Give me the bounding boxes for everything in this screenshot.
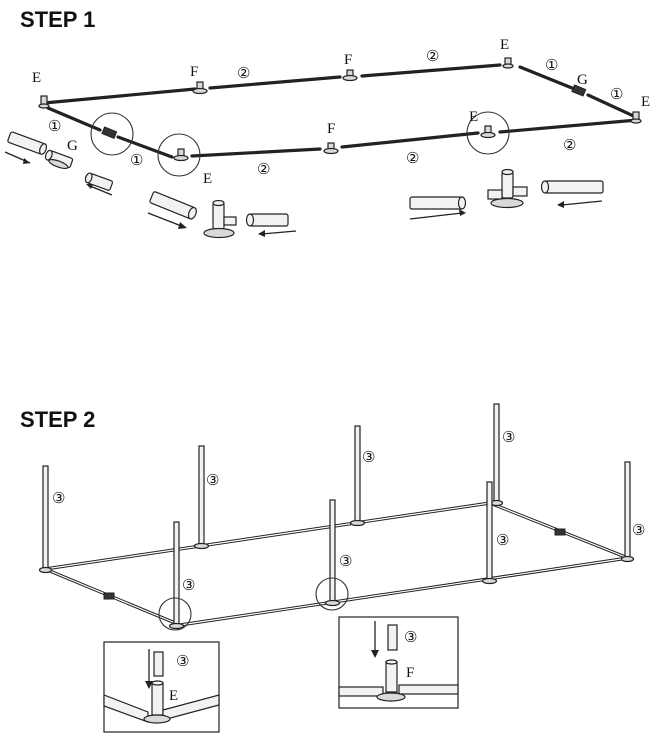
detail-f-label: F <box>406 665 414 681</box>
leg-number-3: ③ <box>206 471 219 489</box>
pipe-number-1: ① <box>545 56 558 74</box>
step2-frame <box>38 403 635 631</box>
detail-e-connector-left <box>147 191 297 239</box>
leg-number-3: ③ <box>52 489 65 507</box>
step1-frame <box>38 57 642 177</box>
fitting-f-back-1 <box>192 81 208 95</box>
fitting-e-front-mid <box>480 125 496 139</box>
fitting-e-back-right <box>502 57 514 69</box>
label-e-front-left: E <box>203 171 212 187</box>
step1-title: STEP 1 <box>20 7 95 32</box>
fitting-f-front <box>323 142 339 155</box>
pipe-number-2: ② <box>563 136 576 154</box>
pipe-number-2: ② <box>257 160 270 178</box>
pipe-number-2: ② <box>406 149 419 167</box>
detail-circle-e-left <box>157 133 201 177</box>
detail-e-connector-right <box>409 168 604 220</box>
label-f-back-2: F <box>344 52 352 68</box>
detail-circle-f <box>315 577 349 611</box>
fitting-g <box>554 528 566 536</box>
leg-number-3: ③ <box>362 448 375 466</box>
label-g-right: G <box>577 72 588 88</box>
label-f-back-1: F <box>190 64 198 80</box>
fitting-g-left <box>101 126 118 139</box>
label-f-front: F <box>327 121 335 137</box>
fitting-e-front-left <box>173 148 189 162</box>
pipe-number-2: ② <box>426 47 439 65</box>
fitting-e-back-left <box>38 95 50 109</box>
leg-number-3: ③ <box>632 521 645 539</box>
detail-circle-e-right <box>466 111 510 155</box>
detail-circle-g <box>90 112 134 156</box>
detail-circle-e <box>158 597 192 631</box>
leg-number-3: ③ <box>182 576 195 594</box>
pipe-number-1: ① <box>48 117 61 135</box>
legs <box>38 403 635 630</box>
label-e-front-mid: E <box>469 109 478 125</box>
detail-box-e: ③ E <box>103 641 220 733</box>
detail-box-f: ③ F <box>338 616 459 709</box>
fitting-g-right <box>571 84 587 97</box>
pipe-number-2: ② <box>237 64 250 82</box>
detail-e-number-3: ③ <box>176 652 189 670</box>
label-g-left: G <box>67 138 78 154</box>
step1-labels: E F F E G E G E F E ② ② ① ① ① ① ② ② ② <box>32 37 650 187</box>
fitting-e-front-right <box>630 111 642 124</box>
fitting-f-back-2 <box>342 69 358 82</box>
fitting-g <box>103 592 115 600</box>
label-e-back-right: E <box>500 37 509 53</box>
label-e-front-right: E <box>641 94 650 110</box>
detail-f-number-3: ③ <box>404 628 417 646</box>
pipe-number-1: ① <box>130 151 143 169</box>
detail-g-connector <box>4 131 114 196</box>
step2-labels: ③ ③ ③ ③ ③ ③ ③ ③ <box>52 428 645 594</box>
leg-number-3: ③ <box>339 552 352 570</box>
label-e-back-left: E <box>32 70 41 86</box>
pipe-number-1: ① <box>610 85 623 103</box>
leg-number-3: ③ <box>502 428 515 446</box>
detail-e-label: E <box>169 688 178 704</box>
frame-base <box>43 501 630 627</box>
step2-title: STEP 2 <box>20 407 95 432</box>
leg-number-3: ③ <box>496 531 509 549</box>
